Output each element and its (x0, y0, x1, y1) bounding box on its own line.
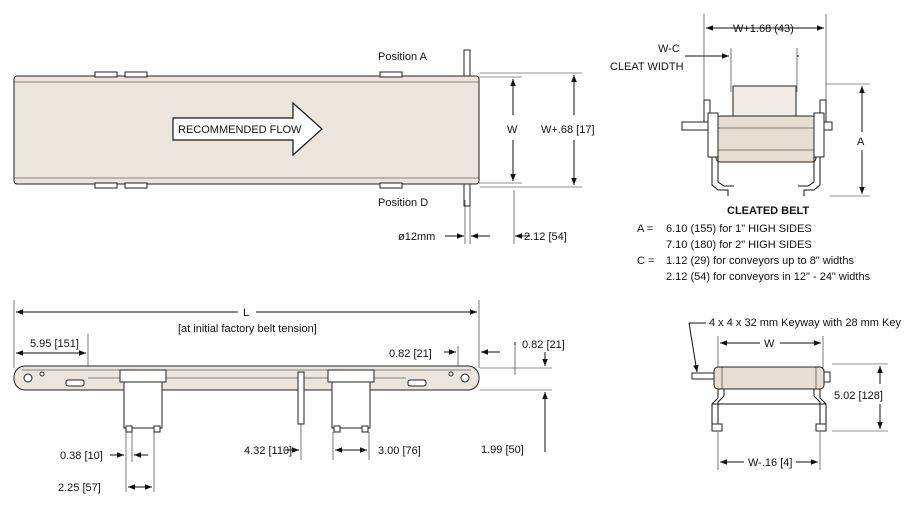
dim-199-label: 1.99 [50] (481, 444, 524, 456)
dim-width-top-label: W+1.68 (43) (733, 23, 794, 35)
note-key-3: C = (637, 255, 654, 267)
drive-shaft-d (463, 183, 471, 207)
dim-082-a-label: 0.82 [21] (389, 348, 432, 360)
tension-note: [at initial factory belt tension] (178, 323, 317, 335)
dim-w-label: W (507, 124, 518, 136)
end-roller (713, 366, 825, 390)
note-text-3: 1.12 (29) for conveyors up to 8" widths (666, 255, 854, 267)
cleated-belt-title: CLEATED BELT (727, 205, 809, 217)
end-view: 4 x 4 x 32 mm Keyway with 28 mm Key W 5.… (688, 317, 901, 470)
cleat-width-label: CLEAT WIDTH (610, 61, 684, 73)
top-view: RECOMMENDED FLOW Position A Position D W… (13, 49, 595, 244)
dim-300-label: 3.00 [76] (378, 445, 421, 457)
dim-225-label: 2.25 [57] (58, 482, 101, 494)
flow-arrow (172, 101, 323, 157)
dim-w-minus-label: W-.16 [4] (748, 457, 792, 469)
cleat (732, 85, 797, 117)
drive-shaft-a (463, 49, 471, 77)
note-key-1: A = (637, 223, 653, 235)
dim-432-label: 4.32 [110] (244, 445, 292, 457)
wc-label: W-C (658, 43, 680, 55)
dim-082-b-label: 0.82 [21] (522, 339, 565, 351)
dim-shaft-label: ø12mm (398, 231, 435, 243)
keyway-note: 4 x 4 x 32 mm Keyway with 28 mm Key (709, 317, 901, 329)
dim-502-label: 5.02 [128] (834, 390, 883, 402)
shaft (681, 121, 709, 131)
flow-label: RECOMMENDED FLOW (178, 124, 302, 136)
end-dim-w-label: W (764, 338, 775, 350)
dim-a-label: A (857, 136, 865, 148)
dim-w-plus-label: W+.68 [17] (541, 124, 595, 136)
dim-shaft-offset-label: 2.12 [54] (524, 231, 567, 243)
cleated-view: W+1.68 (43) W-C CLEAT WIDTH A (610, 14, 871, 283)
dim-l-label: L (243, 307, 249, 319)
position-d-label: Position D (378, 197, 428, 209)
position-a-label: Position A (378, 51, 428, 63)
dim-595-label: 5.95 [151] (30, 338, 79, 350)
note-text-1: 6.10 (155) for 1" HIGH SIDES (666, 223, 812, 235)
belt-roller (715, 115, 817, 163)
side-view: L [at initial factory belt tension] 5.95… (13, 300, 565, 494)
note-text-4: 2.12 (54) for conveyors in 12" - 24" wid… (666, 271, 871, 283)
note-text-2: 7.10 (180) for 2" HIGH SIDES (666, 239, 812, 251)
dim-038-label: 0.38 [10] (60, 450, 103, 462)
